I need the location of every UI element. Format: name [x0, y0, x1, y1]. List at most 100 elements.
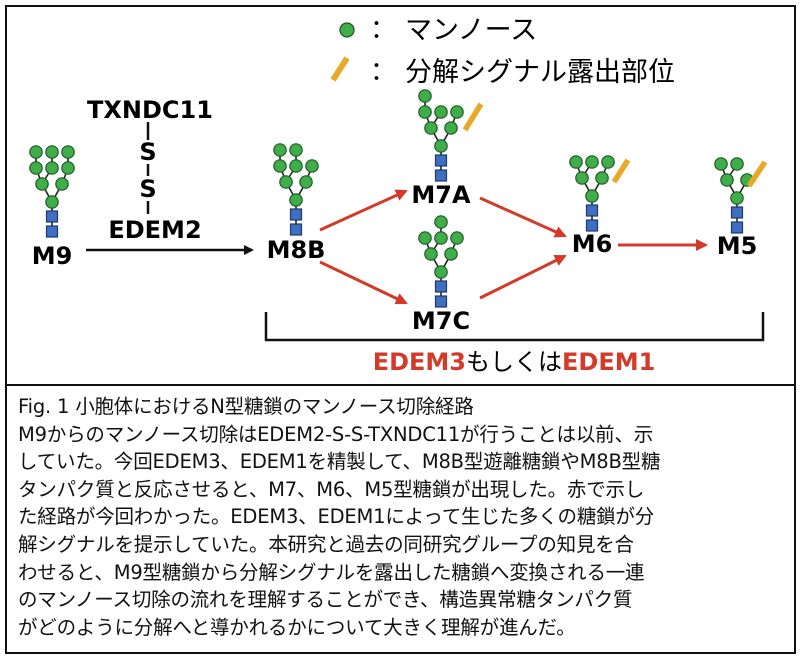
- mannose-icon: [45, 161, 59, 175]
- legend-signal-label: 分解シグナル露出部位: [405, 57, 675, 88]
- mannose-icon: [444, 121, 458, 135]
- mannose-icon: [305, 159, 319, 173]
- arrow-m8b-to-m7c: [319, 260, 408, 305]
- legend-colon: ：: [370, 57, 396, 87]
- glycan-m6: [569, 155, 631, 232]
- arrow-m8b-to-m7a: [319, 189, 408, 232]
- mannose-icon: [45, 195, 59, 209]
- mannose-icon: [273, 143, 287, 157]
- mannose-icon: [730, 191, 744, 205]
- mannose-icon: [55, 177, 69, 191]
- mannose-icon: [450, 231, 464, 245]
- glcnac-icon: [434, 295, 448, 308]
- glycan-m9: [29, 145, 75, 238]
- caption-line: していた。今回EDEM3、EDEM1を精製して、M8B型遊離糖鎖やM8B型糖: [18, 450, 661, 474]
- mannose-icon: [418, 89, 432, 103]
- mannose-icon: [289, 159, 303, 173]
- caption-line: わせると、M9型糖鎖から分解シグナルを露出した糖鎖へ変換される一連: [18, 560, 645, 584]
- glcnac-icon: [289, 223, 303, 236]
- mannose-icon: [61, 161, 75, 175]
- glycan-m7a: [418, 89, 484, 182]
- mannose-icon: [601, 155, 615, 169]
- mannose-icon: [35, 177, 49, 191]
- edem3-label: EDEM3: [373, 348, 466, 376]
- mannose-icon: [730, 157, 744, 171]
- figure-caption: Fig. 1 小胞体におけるN型糖鎖のマンノース切除経路 M9からのマンノース切…: [18, 393, 788, 641]
- mannose-icon: [289, 143, 303, 157]
- legend-mannose: ： マンノース: [339, 15, 537, 46]
- caption-line: のマンノース切除の流れを理解することができ、構造異常糖タンパク質: [18, 588, 633, 612]
- mannose-icon: [299, 175, 313, 189]
- pathway-diagram: ： マンノース ： 分解シグナル露出部位 TXNDC11 S S EDEM2 M…: [29, 15, 768, 376]
- m8b-label: M8B: [267, 236, 326, 264]
- m7a-label: M7A: [411, 181, 471, 209]
- caption-divider: [5, 384, 794, 386]
- edem2-label: EDEM2: [108, 216, 201, 244]
- enzyme-label-connector: もしくは: [466, 348, 562, 376]
- enzyme-label: EDEM3もしくはEDEM1: [373, 348, 656, 376]
- mannose-icon: [434, 215, 448, 229]
- mannose-icon: [450, 105, 464, 119]
- glycan-m8b: [273, 143, 319, 236]
- legend-signal: ： 分解シグナル露出部位: [330, 56, 675, 88]
- mannose-icon: [434, 139, 448, 153]
- glycan-m7c: [418, 215, 464, 308]
- mannose-icon: [289, 193, 303, 207]
- signal-icon: [611, 158, 631, 184]
- caption-line: 解シグナルを提示していた。本研究と過去の同研究グループの知見を合: [18, 532, 634, 556]
- signal-icon: [462, 102, 484, 132]
- mannose-icon: [714, 157, 728, 171]
- mannose-icon: [273, 159, 287, 173]
- m7c-label: M7C: [412, 307, 470, 335]
- mannose-icon: [279, 175, 293, 189]
- enzyme-bracket: [264, 312, 765, 342]
- signal-icon: [746, 160, 768, 188]
- caption-line: がどのように分解へと導かれるかについて大きく理解が進んだ。: [18, 615, 576, 639]
- glycan-m5: [714, 157, 768, 234]
- mannose-icon: [434, 265, 448, 279]
- mannose-icon: [418, 105, 432, 119]
- mannose-icon: [29, 145, 43, 159]
- glcnac-icon: [434, 280, 448, 293]
- mannose-icon: [595, 171, 609, 185]
- arrow-m7c-to-m6: [479, 254, 567, 300]
- legend-colon: ：: [370, 15, 396, 45]
- mannose-icon: [45, 145, 59, 159]
- sulfur-label: S: [139, 175, 156, 203]
- m9-label: M9: [32, 242, 73, 270]
- figure-frame: [5, 5, 796, 654]
- edem1-label: EDEM1: [562, 348, 655, 376]
- glcnac-icon: [585, 204, 599, 217]
- mannose-icon: [585, 189, 599, 203]
- glcnac-icon: [730, 206, 744, 219]
- caption-line: M9からのマンノース切除はEDEM2-S-S-TXNDC11が行うことは以前、示: [18, 422, 654, 446]
- glcnac-icon: [434, 169, 448, 182]
- signal-icon: [330, 56, 350, 82]
- txndc11-label: TXNDC11: [87, 96, 213, 124]
- mannose-icon: [569, 155, 583, 169]
- glcnac-icon: [730, 221, 744, 234]
- caption-line: た経路が今回わかった。EDEM3、EDEM1によって生じた多くの糖鎖が分: [18, 505, 655, 529]
- mannose-icon: [434, 105, 448, 119]
- glcnac-icon: [434, 154, 448, 167]
- mannose-icon: [434, 231, 448, 245]
- glcnac-icon: [289, 208, 303, 221]
- glcnac-icon: [45, 210, 59, 223]
- caption-title: Fig. 1 小胞体におけるN型糖鎖のマンノース切除経路: [18, 395, 474, 418]
- mannose-icon: [720, 173, 734, 187]
- m6-label: M6: [572, 230, 613, 258]
- arrow-m7a-to-m6: [479, 196, 567, 238]
- mannose-icon: [424, 247, 438, 261]
- mannose-icon: [424, 121, 438, 135]
- m5-label: M5: [717, 232, 758, 260]
- mannose-icon: [575, 171, 589, 185]
- mannose-icon: [339, 22, 355, 38]
- glcnac-icon: [585, 219, 599, 232]
- mannose-icon: [418, 231, 432, 245]
- mannose-icon: [61, 145, 75, 159]
- mannose-icon: [444, 247, 458, 261]
- mannose-icon: [29, 161, 43, 175]
- sulfur-label: S: [139, 138, 156, 166]
- legend-mannose-label: マンノース: [405, 15, 537, 46]
- glcnac-icon: [45, 225, 59, 238]
